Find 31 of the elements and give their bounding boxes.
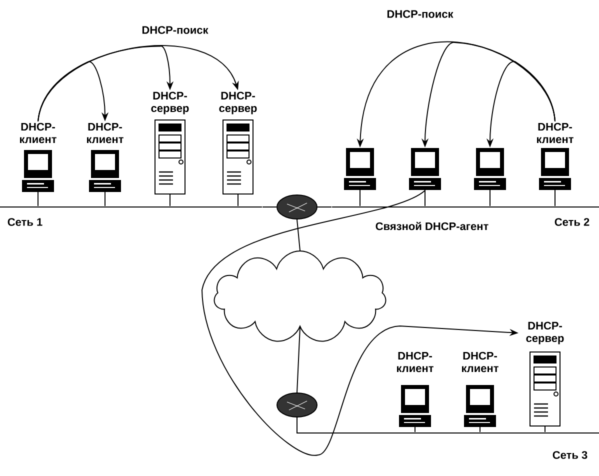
router-icon	[276, 194, 318, 220]
arrow	[38, 61, 109, 122]
network-cable	[104, 192, 106, 206]
network-cloud	[214, 250, 386, 342]
network-label: Сеть 2	[554, 218, 590, 226]
computer-drawing	[474, 148, 506, 190]
device-label: DHCP-сервер	[526, 322, 564, 344]
network-label: Связной DHCP-агент	[376, 222, 488, 230]
arrow	[38, 45, 239, 122]
computer-drawing	[409, 148, 441, 190]
network-label: DHCP-поиск	[142, 26, 208, 34]
network-cable	[317, 206, 332, 208]
device-label: DHCP-клиент	[20, 122, 56, 144]
network-cable	[296, 417, 298, 434]
network-cable	[262, 206, 277, 208]
router-icon	[276, 392, 318, 418]
network-link	[296, 219, 300, 251]
network-cable	[414, 426, 416, 432]
device-label: DHCP-клиент	[462, 352, 498, 372]
network-cable	[554, 190, 556, 206]
network-label: Сеть 1	[8, 218, 42, 226]
computer-drawing	[344, 148, 376, 190]
network-label: Сеть 3	[552, 451, 588, 459]
device-label: DHCP-клиент	[537, 122, 574, 144]
network-cable	[544, 426, 546, 432]
network-cable	[424, 190, 426, 206]
device-label: DHCP-клиент	[397, 352, 434, 372]
device-label: DHCP-сервер	[219, 92, 257, 114]
device-label: DHCP-клиент	[87, 122, 124, 144]
network-label: DHCP-поиск	[387, 10, 454, 18]
device-label: DHCP-сервер	[151, 92, 189, 114]
